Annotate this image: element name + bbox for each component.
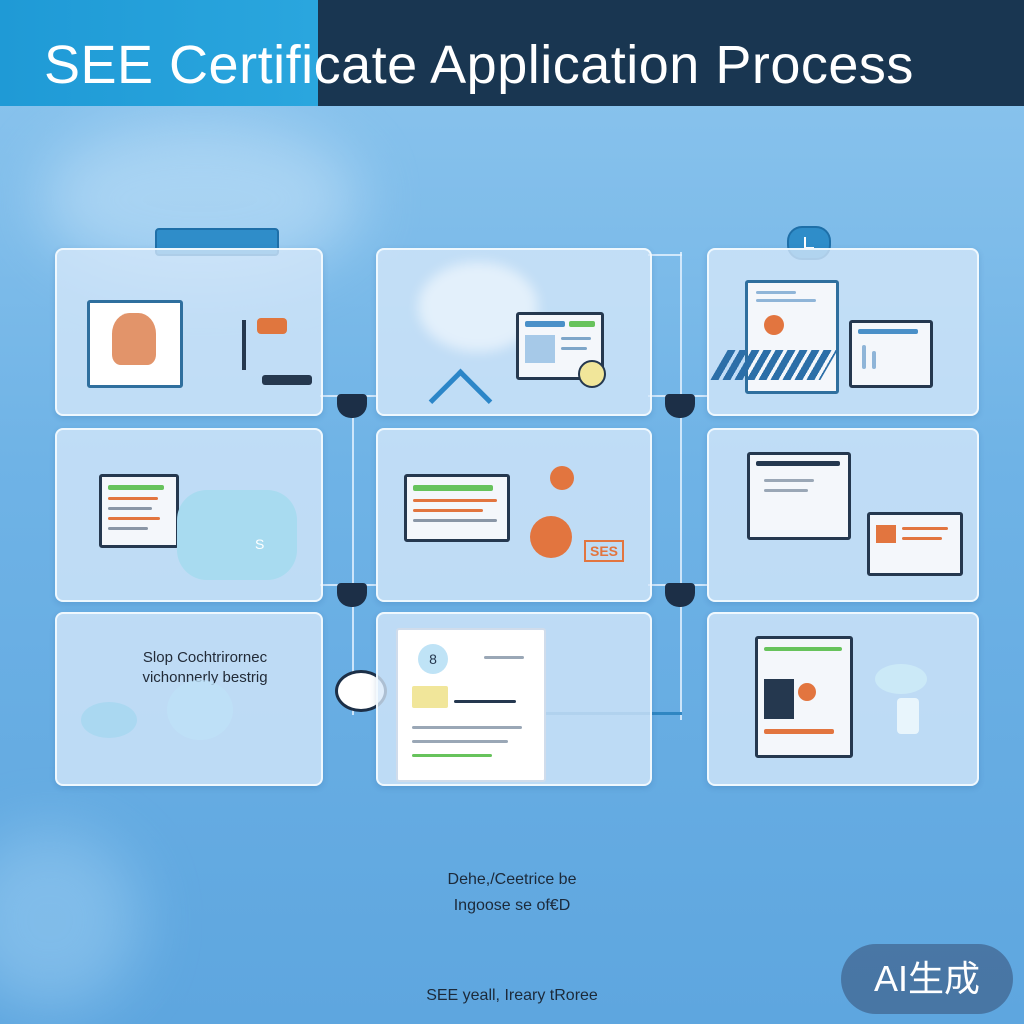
connector-node	[665, 394, 695, 418]
screen-bar	[764, 479, 814, 482]
document-line	[412, 754, 492, 757]
base-icon	[262, 375, 312, 385]
screen-bar	[413, 509, 483, 512]
screen-bar	[764, 729, 834, 734]
footer-line: Dehe,/Ceetrice be	[447, 871, 577, 888]
screen-bar	[413, 519, 497, 522]
document-line	[484, 656, 524, 659]
checklist-bar	[108, 507, 152, 510]
step-panel-8: 8	[376, 612, 652, 786]
document-line	[412, 740, 508, 743]
step-panel-5: SES	[376, 428, 652, 602]
keyboard-icon	[710, 350, 838, 380]
coin-icon	[578, 360, 606, 388]
checklist-screen	[99, 474, 179, 548]
screen-block	[764, 679, 794, 719]
seal-icon	[764, 315, 784, 335]
ai-generated-badge: AI生成	[841, 944, 1013, 1014]
step-label: Slop Cochtrirornec vichonnerly bestrig	[105, 648, 305, 688]
screen-block	[525, 335, 555, 363]
coin-stack-icon	[530, 516, 572, 558]
status-badge: SES	[584, 540, 625, 562]
arrow-up-icon	[428, 368, 493, 433]
screen-bar	[756, 461, 840, 466]
screen-bar	[902, 527, 948, 530]
monitor-icon	[404, 474, 510, 542]
connector-node	[337, 394, 367, 418]
header-banner	[0, 0, 1024, 106]
screen-bar	[872, 351, 876, 369]
header-dark-block	[318, 0, 1024, 106]
laptop-screen	[867, 512, 963, 576]
screen-bar	[413, 485, 493, 491]
form-line	[756, 299, 816, 302]
document-line	[454, 700, 516, 703]
screen-bar	[764, 647, 842, 651]
step-label-line: Slop Cochtrirornec	[142, 649, 268, 666]
step-panel-4: S	[55, 428, 323, 602]
screen-bar	[561, 337, 591, 340]
checklist-bar	[108, 497, 158, 500]
cloud-icon	[875, 664, 927, 694]
checklist-bar	[108, 485, 164, 490]
document-block	[412, 686, 448, 708]
step-panel-7: Slop Cochtrirornec vichonnerly bestrig	[55, 612, 387, 786]
gear-icon	[550, 466, 574, 490]
figure-icon	[798, 683, 816, 701]
checklist-bar	[108, 527, 148, 530]
checklist-bar	[108, 517, 160, 520]
screen-bar	[413, 499, 497, 502]
header-accent-block	[0, 0, 318, 106]
cloud-icon	[81, 702, 137, 738]
cloud-icon	[167, 680, 233, 740]
screen-bar	[525, 321, 565, 327]
step-panel-2	[376, 248, 652, 433]
step-panel-9	[707, 612, 979, 786]
document-mark: 8	[418, 644, 448, 674]
footer-line: SEE yeall, Ireary tRoree	[426, 987, 598, 1004]
monitor-icon	[755, 636, 853, 758]
certificate-document: 8	[396, 628, 546, 782]
step-panel-3	[707, 248, 979, 416]
connector-node	[337, 583, 367, 607]
screen-bar	[858, 329, 918, 334]
background-glow	[0, 830, 140, 1010]
stand-icon	[242, 320, 246, 370]
document-line	[412, 726, 522, 729]
laptop-screen	[849, 320, 933, 388]
connector-node	[665, 583, 695, 607]
monitor-icon	[516, 312, 604, 380]
lamp-icon	[897, 698, 919, 734]
footer-line: Ingoose se of€D	[453, 897, 571, 914]
card-symbol: S	[255, 536, 265, 552]
tool-icon	[257, 318, 287, 334]
step-panel-1	[55, 248, 323, 416]
screen-bar	[569, 321, 595, 327]
page-title: SEE Certificate Application Process	[44, 35, 914, 95]
step-label-line: vichonnerly bestrig	[142, 669, 268, 686]
step-panel-6	[707, 428, 979, 602]
connector-line	[352, 395, 354, 715]
form-line	[756, 291, 796, 294]
document-figure	[112, 313, 156, 365]
connector-line	[648, 254, 682, 256]
screen-bar	[561, 347, 587, 350]
monitor-icon	[747, 452, 851, 540]
card-illustration: S	[177, 490, 297, 580]
screen-bar	[862, 345, 866, 369]
connector-line	[680, 252, 682, 720]
screen-bar	[902, 537, 942, 540]
screen-block	[876, 525, 896, 543]
document-illustration	[87, 300, 183, 388]
screen-bar	[764, 489, 808, 492]
